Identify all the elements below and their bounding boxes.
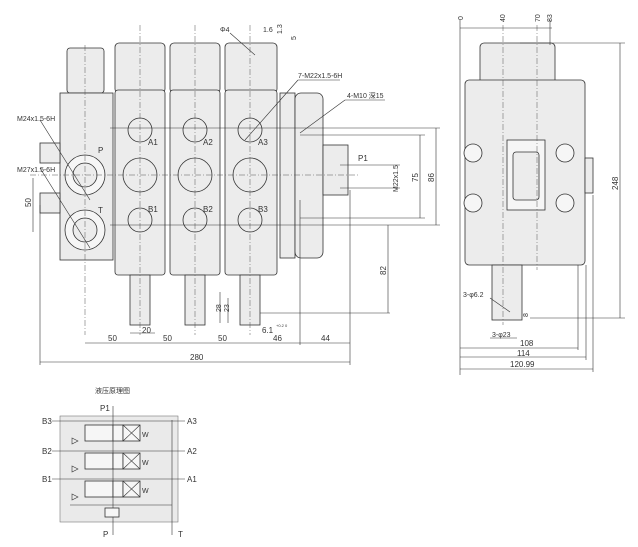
schematic-p-label: P	[103, 530, 108, 539]
port-p-label: P	[98, 146, 103, 155]
dim-5: 5	[291, 36, 298, 40]
spool-valves	[71, 424, 141, 518]
dim-86: 86	[427, 173, 436, 182]
dim-20: 20	[142, 326, 151, 335]
side-dim-40: 40	[500, 14, 507, 22]
side-dim-114: 114	[517, 349, 530, 358]
dim-50-a: 50	[108, 334, 117, 343]
m24-callout: M24x1.5-6H	[17, 116, 55, 123]
dim-50-c: 50	[218, 334, 227, 343]
spring-w-label-2: W	[142, 460, 149, 467]
port-t-label: T	[98, 206, 103, 215]
schematic-title: 液压原理图	[95, 386, 130, 395]
hydraulic-schematic: 液压原理图 W W W P1 P T B3 B2 B1 A3 A2 A1	[42, 386, 197, 539]
m10-callout: 4-M10 深15	[347, 91, 384, 100]
dim-280: 280	[190, 353, 204, 362]
schematic-b2-label: B2	[42, 447, 52, 456]
front-view: P T A1 A2 A3 B1 B2 B3 P1 M24x1.5-6H M27x…	[17, 24, 440, 365]
dim-46: 46	[273, 334, 282, 343]
port-a3-label: A3	[258, 138, 268, 147]
m27-callout: M27x1.5-6H	[17, 167, 55, 174]
port-b2-label: B2	[203, 205, 213, 214]
schematic-a3-label: A3	[187, 417, 197, 426]
schematic-t-label: T	[178, 530, 183, 539]
side-dim-0: 0	[458, 16, 465, 20]
holes-23-callout: 3-φ23	[492, 332, 511, 339]
spring-w-label-1: W	[142, 488, 149, 495]
dim-44: 44	[321, 334, 330, 343]
dim-6-1: 6.1	[262, 326, 274, 335]
spring-w-label-3: W	[142, 432, 149, 439]
dim-23: 23	[224, 304, 231, 312]
port-circles	[64, 117, 268, 251]
port-a1-label: A1	[148, 138, 158, 147]
side-view: 0 40 70 83 248 8 3-φ6.2 3-φ23 108 114 12…	[458, 14, 625, 375]
side-dim-108: 108	[520, 339, 534, 348]
side-dim-70: 70	[535, 14, 542, 22]
schematic-a2-label: A2	[187, 447, 197, 456]
dim-1-6: 1.6	[263, 27, 273, 34]
m22-callout: M22x1.5	[393, 165, 400, 192]
port-b3-label: B3	[258, 205, 268, 214]
port-a2-label: A2	[203, 138, 213, 147]
phi4-callout: Φ4	[220, 27, 230, 34]
dim-75: 75	[411, 173, 420, 182]
m22-7-callout: 7-M22x1.5-6H	[298, 73, 342, 80]
dim-82: 82	[379, 266, 388, 275]
schematic-b3-label: B3	[42, 417, 52, 426]
side-dim-8: 8	[523, 313, 530, 317]
holes-6-2-callout: 3-φ6.2	[463, 292, 484, 299]
schematic-p1-label: P1	[100, 404, 110, 413]
dim-28: 28	[216, 304, 223, 312]
port-b1-label: B1	[148, 205, 158, 214]
dim-6-1-tolerance: +0.2 0	[276, 323, 288, 328]
dim-50-left: 50	[24, 198, 33, 207]
side-dim-248: 248	[611, 176, 620, 190]
schematic-a1-label: A1	[187, 475, 197, 484]
side-dim-83: 83	[547, 14, 554, 22]
port-p1-label: P1	[358, 154, 368, 163]
dim-1-3: 1.3	[277, 24, 284, 34]
dim-50-b: 50	[163, 334, 172, 343]
side-dim-120-99: 120.99	[510, 360, 535, 369]
schematic-b1-label: B1	[42, 475, 52, 484]
